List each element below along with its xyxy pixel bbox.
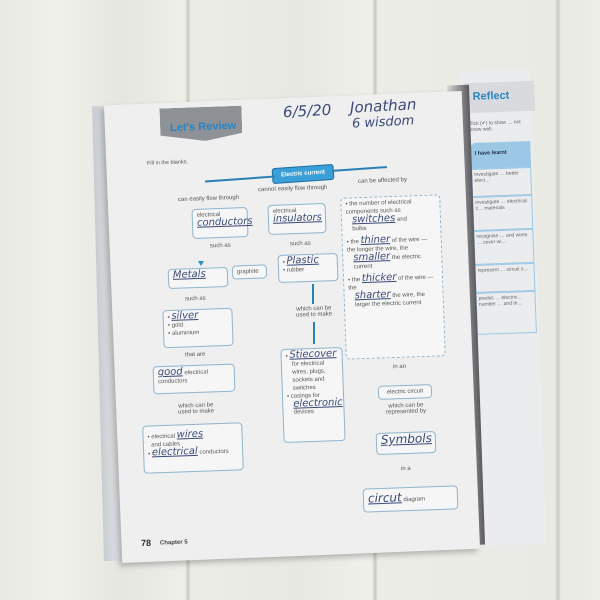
answer-plastic: Plastic bbox=[286, 254, 320, 267]
insulators-list-box: • Plastic • rubber bbox=[277, 252, 339, 284]
link-label: in an bbox=[392, 363, 407, 371]
page-number: 78 bbox=[140, 537, 152, 549]
answer-circut: circut bbox=[367, 490, 402, 506]
link-label: in a bbox=[400, 465, 411, 473]
answer-sharter: sharter bbox=[354, 289, 391, 302]
metals-box: Metals bbox=[167, 266, 229, 290]
box-text: and bbox=[396, 216, 408, 223]
list-item: aluminium bbox=[171, 329, 200, 337]
box-text: the bbox=[351, 277, 361, 284]
arrow-icon bbox=[198, 261, 204, 266]
answer-thiner: thiner bbox=[360, 234, 391, 247]
list-item: rubber bbox=[286, 267, 305, 274]
symbols-box: Symbols bbox=[375, 430, 437, 456]
box-text: electrical bbox=[151, 433, 176, 441]
graphite-box: graphite bbox=[231, 264, 268, 280]
factors-box: • the number of electrical components su… bbox=[340, 194, 446, 360]
link-label: such as bbox=[184, 295, 206, 303]
table-row: represent … circuit s… bbox=[474, 262, 536, 293]
box-text: conductors bbox=[157, 378, 188, 386]
box-text: for electrical wires, plugs, sockets and… bbox=[291, 360, 326, 392]
link-label: which can be used to make bbox=[295, 305, 333, 319]
link-label: which can be used to make bbox=[177, 402, 215, 416]
reflect-banner: Reflect bbox=[464, 80, 536, 114]
list-item: gold bbox=[171, 322, 184, 329]
reflect-table: investigate … better elect… investigate … bbox=[471, 166, 537, 335]
insulator-uses-box: • Stiecover for electrical wires, plugs,… bbox=[280, 346, 346, 444]
chapter-label: Chapter 5 bbox=[159, 539, 188, 547]
conductors-box: electrical conductors bbox=[191, 207, 253, 239]
link-label: such as bbox=[209, 242, 231, 250]
table-row: investigate … electrical c… materials bbox=[472, 194, 534, 231]
diagram-box: circut diagram bbox=[362, 485, 459, 513]
table-row: predict … electric… number … and th… bbox=[475, 290, 537, 335]
box-text: the bbox=[350, 239, 359, 246]
answer-smaller: smaller bbox=[353, 251, 391, 264]
link-label: which can be represented by bbox=[385, 402, 427, 416]
conductor-uses-box: • electrical wires and cables • electric… bbox=[142, 422, 244, 474]
table-row: investigate … better elect… bbox=[471, 166, 533, 198]
answer-switches: switches bbox=[351, 212, 396, 226]
answer-conductors: conductors bbox=[196, 215, 253, 229]
box-text: diagram bbox=[403, 496, 426, 504]
answer-symbols: Symbols bbox=[380, 431, 433, 447]
reflect-title: Reflect bbox=[472, 89, 510, 103]
answer-electrical: electrical bbox=[151, 445, 198, 459]
link-label: that are bbox=[184, 351, 206, 359]
answer-stiecover: Stiecover bbox=[289, 348, 337, 361]
box-text: bulbs bbox=[352, 225, 367, 233]
link-label: such as bbox=[289, 240, 311, 248]
table-row: recognise … and wires … cover wi… bbox=[473, 228, 535, 265]
answer-silver: silver bbox=[171, 309, 199, 322]
box-text: electrical bbox=[184, 369, 209, 377]
answer-insulators: insulators bbox=[272, 212, 323, 225]
answer-wires: wires bbox=[176, 428, 204, 441]
section-title: Let's Review bbox=[169, 119, 237, 135]
table-header: I have learnt bbox=[470, 140, 532, 170]
connector bbox=[313, 322, 315, 344]
electric-circuit-box: electric circuit bbox=[377, 384, 433, 400]
handwritten-date: 6/5/20 bbox=[282, 100, 332, 122]
insulators-box: electrical insulators bbox=[267, 202, 327, 236]
box-text: devices bbox=[293, 408, 315, 416]
answer-good: good bbox=[157, 366, 183, 379]
good-conductors-box: good electrical conductors bbox=[152, 363, 236, 395]
answer-thicker: thicker bbox=[361, 271, 397, 285]
metals-list-box: • silver • gold • aluminium bbox=[162, 307, 234, 349]
box-text: conductors bbox=[199, 448, 229, 456]
reflect-instruction: Tick (✔) to show … not know well. bbox=[469, 119, 521, 134]
connector bbox=[312, 284, 314, 304]
answer-metals: Metals bbox=[172, 268, 206, 281]
